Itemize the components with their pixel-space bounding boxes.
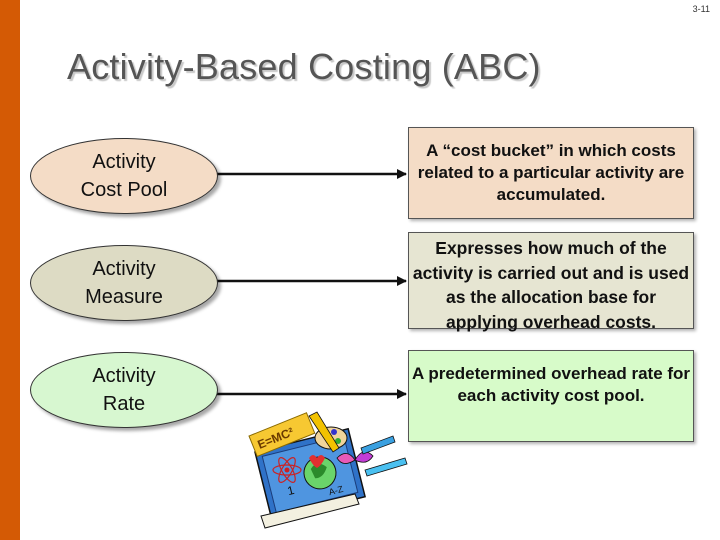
measure-definition-box: Expresses how much of the activity is ca…: [408, 232, 694, 332]
cost-pool-definition-box: A “cost bucket” in which costs related t…: [408, 127, 694, 219]
rate-definition-box: A predetermined overhead rate for each a…: [408, 350, 694, 442]
oval-term-line1: Activity: [92, 151, 156, 173]
accent-stripe: [0, 0, 20, 540]
oval-term-line2: Measure: [85, 286, 163, 308]
oval-term-line1: Activity: [92, 258, 156, 280]
school-supplies-clipart-icon: 1 A-Z E=MC²: [248, 411, 408, 529]
activity-rate-oval: Activity Rate: [30, 352, 218, 428]
oval-term-line2: Cost Pool: [80, 179, 168, 201]
definition-text: A predetermined overhead rate for each a…: [411, 364, 691, 405]
activity-cost-pool-oval: Activity Cost Pool: [30, 138, 218, 214]
page-number: 3-11: [692, 4, 710, 14]
svg-text:1: 1: [286, 483, 296, 498]
definition-text: Expresses how much of the activity is ca…: [412, 238, 690, 332]
slide-title: Activity-Based Costing (ABC): [67, 46, 541, 87]
definition-text: A “cost bucket” in which costs related t…: [417, 141, 685, 204]
svg-text:A-Z: A-Z: [328, 484, 345, 497]
oval-term-line2: Rate: [102, 393, 146, 415]
activity-measure-oval: Activity Measure: [30, 245, 218, 321]
oval-term-line1: Activity: [92, 365, 156, 387]
